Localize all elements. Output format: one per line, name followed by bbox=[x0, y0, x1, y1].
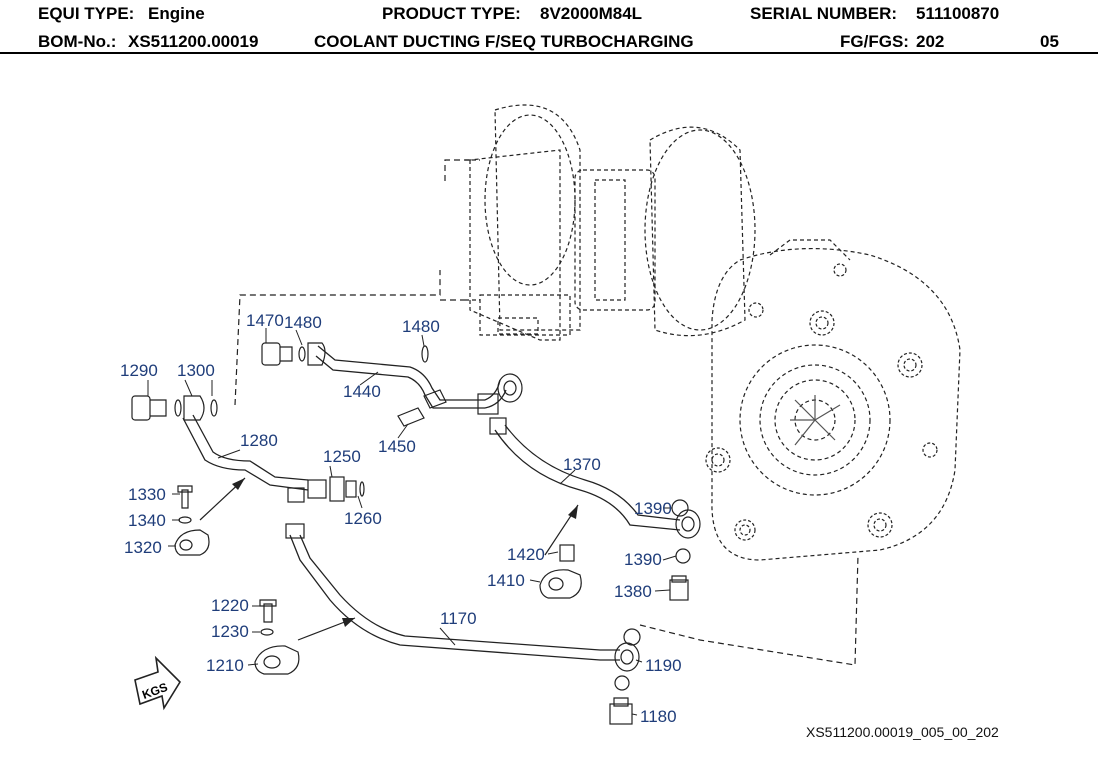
assembly-description: COOLANT DUCTING F/SEQ TURBOCHARGING bbox=[314, 32, 694, 51]
fitting-1480-right bbox=[421, 345, 429, 363]
callout-1480-right: 1480 bbox=[402, 317, 440, 336]
pipe-1170 bbox=[289, 534, 620, 661]
callout-1440: 1440 bbox=[343, 382, 381, 401]
fitting-1390-banjo bbox=[669, 499, 701, 601]
drawing-code: XS511200.00019_005_00_202 bbox=[806, 724, 999, 740]
callout-1480-left: 1480 bbox=[284, 313, 322, 332]
bom-value: XS511200.00019 bbox=[128, 32, 259, 51]
callout-1420: 1420 bbox=[507, 545, 545, 564]
clamp-1320 bbox=[174, 485, 210, 556]
bom-label: BOM-No.: bbox=[38, 32, 117, 51]
callout-labels: 1470 1480 1480 1290 1300 1440 1450 1280 … bbox=[120, 311, 682, 726]
fg-value: 202 bbox=[916, 32, 945, 51]
callout-1340: 1340 bbox=[128, 511, 166, 530]
equi-type-label: EQUI TYPE: bbox=[38, 4, 135, 23]
fitting-1450 bbox=[397, 389, 447, 427]
callout-1330: 1330 bbox=[128, 485, 166, 504]
callout-1300: 1300 bbox=[177, 361, 215, 380]
page-number: 05 bbox=[1040, 32, 1059, 51]
kgs-arrow-icon bbox=[134, 655, 182, 711]
callout-1370: 1370 bbox=[563, 455, 601, 474]
pipe-1370 bbox=[494, 424, 681, 531]
fitting-tee-1440 bbox=[477, 373, 523, 435]
product-type-label: PRODUCT TYPE: bbox=[382, 4, 521, 23]
serial-number-label: SERIAL NUMBER: bbox=[750, 4, 898, 23]
serial-number-value: 511100870 bbox=[916, 4, 1000, 23]
callout-1320: 1320 bbox=[124, 538, 162, 557]
clamp-1410 bbox=[539, 544, 582, 599]
callout-1280: 1280 bbox=[240, 431, 278, 450]
fitting-1250 bbox=[285, 476, 365, 539]
callout-1220: 1220 bbox=[211, 596, 249, 615]
callout-1170: 1170 bbox=[440, 609, 477, 628]
turbocharger-outline bbox=[465, 104, 961, 561]
housing-bolts bbox=[705, 263, 938, 541]
equi-type-value: Engine bbox=[148, 4, 205, 23]
fg-label: FG/FGS: bbox=[840, 32, 909, 51]
phantom-leaders bbox=[234, 159, 859, 666]
fitting-1470 bbox=[261, 342, 326, 366]
leader-lines bbox=[147, 328, 677, 716]
callout-1190: 1190 bbox=[645, 656, 682, 675]
callout-1450: 1450 bbox=[378, 437, 416, 456]
callout-1250: 1250 bbox=[323, 447, 361, 466]
arrow-heads bbox=[232, 478, 578, 627]
callout-1260: 1260 bbox=[344, 509, 382, 528]
callout-1470: 1470 bbox=[246, 311, 284, 330]
callout-1180: 1180 bbox=[640, 707, 677, 726]
callout-1390-lower: 1390 bbox=[624, 550, 662, 569]
callout-1230: 1230 bbox=[211, 622, 249, 641]
header-rule bbox=[0, 52, 1098, 54]
fitting-1290 bbox=[131, 395, 218, 421]
clamp-1210 bbox=[254, 599, 300, 675]
callout-1410: 1410 bbox=[487, 571, 525, 590]
turbine-blades bbox=[790, 395, 841, 446]
callout-1390-upper: 1390 bbox=[634, 499, 672, 518]
callout-1210: 1210 bbox=[206, 656, 244, 675]
product-type-value: 8V2000M84L bbox=[540, 4, 643, 23]
callout-1290: 1290 bbox=[120, 361, 158, 380]
fitting-1190-banjo bbox=[609, 628, 641, 725]
pipe-1280 bbox=[182, 414, 309, 491]
callout-1380: 1380 bbox=[614, 582, 652, 601]
